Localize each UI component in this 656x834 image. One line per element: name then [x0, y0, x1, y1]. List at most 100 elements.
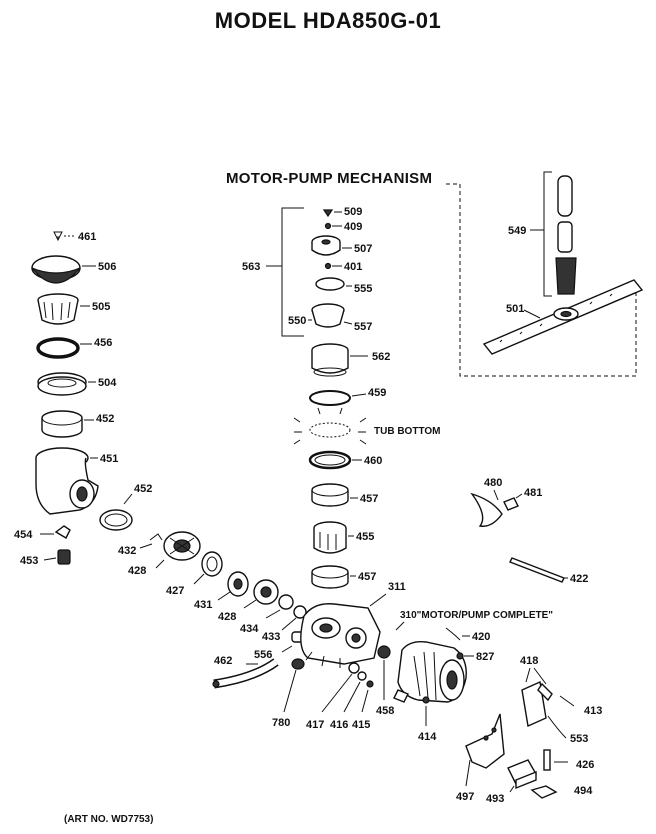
label-434: 434	[240, 623, 259, 635]
part-480-blade: 480	[470, 477, 503, 527]
part-456-ring: 456	[36, 337, 112, 359]
label-416: 416	[330, 719, 348, 731]
part-416-washer: 416	[330, 671, 367, 731]
part-455-coupling: 455	[313, 521, 374, 554]
part-434-washer: 434	[240, 594, 294, 635]
label-415: 415	[352, 719, 370, 731]
label-433: 433	[262, 631, 280, 643]
part-549-tower: 549	[508, 171, 577, 297]
label-550: 550	[288, 315, 306, 327]
part-507-hub: 507	[311, 235, 372, 256]
label-414: 414	[418, 731, 437, 743]
label-427: 427	[166, 585, 184, 597]
label-456: 456	[94, 337, 112, 349]
label-454: 454	[14, 529, 33, 541]
part-418-bracket-assembly: 418 413 553	[520, 655, 602, 745]
part-562-cover: 562	[311, 343, 390, 377]
label-458: 458	[376, 705, 394, 717]
part-504-retainer: 504	[37, 372, 117, 396]
part-780-ring: 780	[272, 658, 305, 729]
label-311: 311	[388, 581, 406, 593]
art-number: (ART NO. WD7753)	[64, 814, 154, 825]
part-453-valve: 453	[20, 549, 71, 567]
label-420: 420	[472, 631, 490, 643]
label-501: 501	[506, 303, 524, 315]
label-452b: 452	[134, 483, 152, 495]
label-557: 557	[354, 321, 372, 333]
part-409-washer: 409	[324, 221, 362, 233]
label-460: 460	[364, 455, 382, 467]
part-481-clip: 481	[503, 487, 542, 511]
label-428a: 428	[128, 565, 146, 577]
part-461-screw: 461	[53, 231, 96, 243]
part-432-spring: 432	[118, 533, 163, 557]
label-417: 417	[306, 719, 324, 731]
label-426: 426	[576, 759, 594, 771]
motor-pump-complete-note: 310"MOTOR/PUMP COMPLETE"	[400, 610, 553, 621]
label-451: 451	[100, 453, 118, 465]
label-553: 553	[570, 733, 588, 745]
part-827-connector: 827	[456, 651, 494, 663]
label-461: 461	[78, 231, 96, 243]
part-462-hose: 462	[212, 655, 279, 689]
label-462: 462	[214, 655, 232, 667]
label-563: 563	[242, 261, 260, 273]
label-432: 432	[118, 545, 136, 557]
part-555-ring: 555	[315, 277, 372, 295]
part-457-clamp-upper: 457	[311, 483, 378, 507]
part-422-rod: 422	[509, 557, 588, 585]
part-460-gasket: 460	[308, 450, 382, 470]
part-458-seal: 458	[376, 645, 394, 717]
label-549: 549	[508, 225, 526, 237]
part-505-filter: 505	[37, 293, 110, 325]
part-497-mount: 497	[456, 713, 505, 803]
part-452-clamp: 452	[99, 483, 152, 531]
part-457-clamp-lower: 457	[311, 565, 376, 589]
part-433-nut: 433	[262, 605, 307, 643]
label-422: 422	[570, 573, 588, 585]
part-428-impeller-lower: 428	[218, 579, 279, 623]
part-493-bracket: 493	[486, 759, 537, 805]
part-431-plate: 431	[194, 571, 249, 611]
part-501-spray-arm: 501	[482, 279, 644, 355]
part-414-bolt: 414	[418, 696, 437, 743]
label-431: 431	[194, 599, 212, 611]
label-497: 497	[456, 791, 474, 803]
label-413: 413	[584, 705, 602, 717]
part-506-cap: 506	[31, 255, 116, 284]
label-418: 418	[520, 655, 538, 667]
part-451-housing: 451	[35, 447, 118, 515]
label-457a: 457	[360, 493, 378, 505]
label-453: 453	[20, 555, 38, 567]
section-title: MOTOR-PUMP MECHANISM	[226, 170, 433, 187]
label-504: 504	[98, 377, 117, 389]
part-428-impeller: 428	[128, 531, 201, 577]
tub-bottom-marker: TUB BOTTOM	[293, 407, 440, 445]
label-827: 827	[476, 651, 494, 663]
label-780: 780	[272, 717, 290, 729]
label-555: 555	[354, 283, 372, 295]
label-409: 409	[344, 221, 362, 233]
label-457b: 457	[358, 571, 376, 583]
group-563-bracket: 563	[242, 207, 304, 337]
label-493: 493	[486, 793, 504, 805]
part-459-gasket: 459	[309, 387, 386, 406]
part-401-nut: 401	[324, 261, 362, 273]
part-427-seal: 427	[166, 551, 223, 597]
part-417-washer: 417	[306, 662, 360, 731]
label-459: 459	[368, 387, 386, 399]
label-494: 494	[574, 785, 593, 797]
part-311-pump-body: 311	[300, 581, 406, 668]
label-505: 505	[92, 301, 110, 313]
label-455: 455	[356, 531, 374, 543]
label-506: 506	[98, 261, 116, 273]
part-420-wire: 420	[445, 627, 490, 643]
label-507: 507	[354, 243, 372, 255]
label-481: 481	[524, 487, 542, 499]
part-415-nut: 415	[352, 680, 374, 731]
label-509: 509	[344, 206, 362, 218]
label-480: 480	[484, 477, 502, 489]
label-428b: 428	[218, 611, 236, 623]
label-556: 556	[254, 649, 272, 661]
